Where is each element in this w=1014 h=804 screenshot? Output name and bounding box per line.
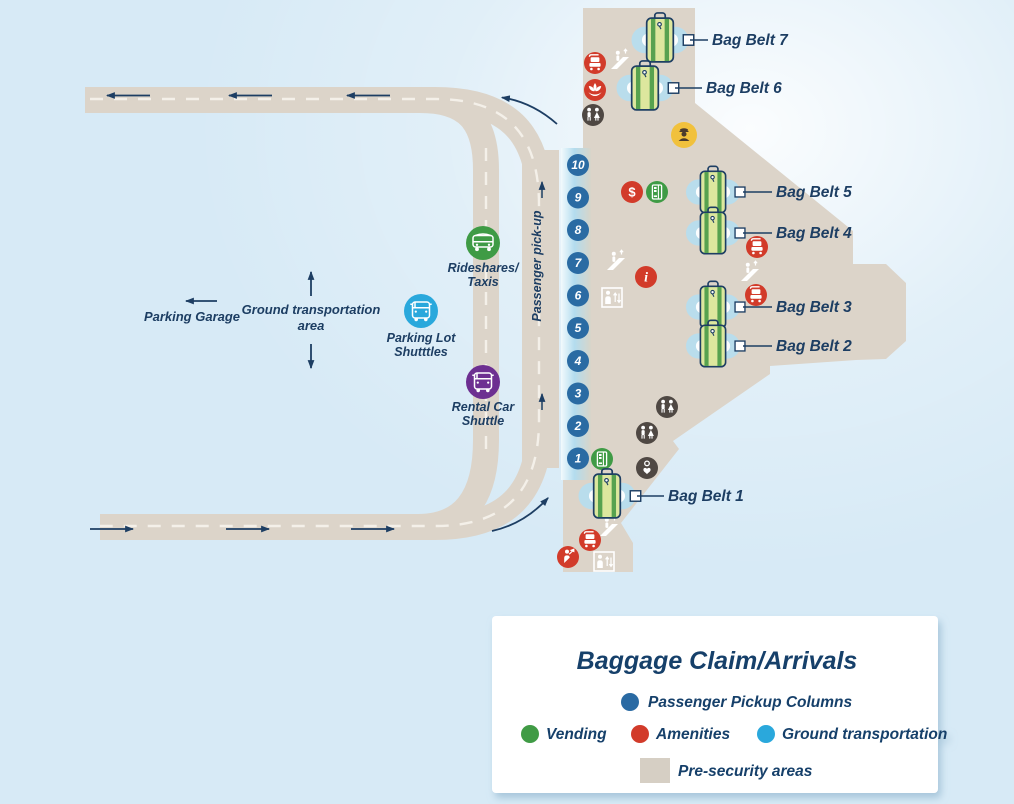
bag-belt-label: Bag Belt 1 [668,488,744,505]
pickup-column-number: 7 [575,256,583,270]
pickup-column: 3 [567,382,589,405]
bag-belt-4: Bag Belt 4 [685,206,852,255]
rental-car-shuttle-label: Shuttle [462,414,504,428]
pickup-column-number: 9 [575,191,582,205]
bag-belt-label: Bag Belt 3 [776,299,852,316]
bag-belt-5: Bag Belt 5 [685,165,852,214]
ground-transportation-area: Parking Garage Ground transportation are… [144,226,520,428]
pickup-column-number: 5 [575,321,582,335]
restroom-icon [656,396,678,418]
bag-belt-2: Bag Belt 2 [685,319,852,368]
baggage-cart-icon [745,284,767,306]
baggage-cart-icon [579,529,601,551]
amenities-dot [631,725,649,743]
parking-lot-shuttles-label: Shutttles [394,345,448,359]
bus-icon [466,365,500,399]
passenger-pickup-columns-dot [621,693,639,711]
baggage-cart-icon [746,236,768,258]
atm-icon: $ [621,181,643,203]
bag-belts: Bag Belt 7 Bag Belt 6 Bag Belt 5 Bag Bel… [577,12,852,519]
legend-passenger-pickup-columns-label: Passenger Pickup Columns [648,694,853,711]
parking-lot-shuttles-stop: Parking Lot Shutttles [387,294,457,359]
rental-car-shuttle-label: Rental Car [452,400,516,414]
pickup-column: 9 [567,186,589,209]
bag-belt-7: Bag Belt 7 [630,12,789,63]
pickup-column: 8 [567,219,589,241]
bus-icon [404,294,438,328]
rideshares-taxis-stop: Rideshares/ Taxis [448,226,520,289]
legend-card [492,616,938,793]
pickup-column-number: 10 [571,158,585,172]
pickup-column-number: 6 [575,289,582,303]
assistance-icon [557,546,579,568]
info-icon: i [635,266,657,288]
pickup-column: 7 [567,252,589,274]
traffic-arrows [90,92,558,533]
legend-title: Baggage Claim/Arrivals [577,647,858,675]
nursery-icon [636,457,658,479]
car-icon [466,226,500,260]
vending-machine-icon [646,181,668,203]
road-dash-line [90,97,541,528]
pickup-column: 6 [567,284,589,307]
pickup-column-number: 4 [574,354,582,368]
legend-vending-label: Vending [546,726,607,743]
restroom-icon [582,104,604,126]
vending-dot [521,725,539,743]
pickup-column-number: 1 [575,452,582,466]
restroom-icon [636,422,658,444]
bag-belt-1: Bag Belt 1 [577,468,744,519]
bag-belt-label: Bag Belt 6 [706,80,782,97]
rental-car-shuttle-stop: Rental Car Shuttle [452,365,516,428]
bag-belt-label: Bag Belt 7 [712,32,789,49]
atm-symbol: $ [628,185,636,200]
arrow-icon [500,95,558,125]
pickup-column-number: 8 [575,223,582,237]
ground-transportation-dot [757,725,775,743]
bag-belt-label: Bag Belt 5 [776,184,852,201]
parking-garage-label: Parking Garage [144,309,240,324]
ground-transportation-area-label: area [298,318,325,333]
roadway-loop [85,87,559,540]
pickup-columns: 10 9 8 7 6 5 4 3 2 1 [567,154,589,470]
pickup-column: 1 [567,447,589,470]
vending-machine-icon [591,448,613,470]
legend-pre-security-label: Pre-security areas [678,763,813,780]
baggage-cart-icon [584,52,606,74]
legend-amenities-label: Amenities [655,726,730,743]
parking-lot-shuttles-label: Parking Lot [387,331,457,345]
pre-security-swatch [640,758,670,783]
terminal-amenities: $ i [557,48,768,572]
arrow-icon [491,497,549,532]
bag-belt-6: Bag Belt 6 [615,60,782,111]
pickup-column: 2 [567,415,589,437]
pickup-column: 4 [567,350,589,372]
passenger-pickup-lane-label: Passenger pick-up [530,210,544,322]
rideshares-taxis-label: Rideshares/ [448,261,520,275]
rideshares-taxis-label: Taxis [467,275,499,289]
bag-belt-label: Bag Belt 4 [776,225,852,242]
info-symbol: i [644,271,648,286]
pickup-column: 5 [567,317,589,339]
legend: Baggage Claim/Arrivals Passenger Pickup … [492,616,947,793]
bag-belt-label: Bag Belt 2 [776,338,852,355]
ground-transportation-area-label: Ground transportation [242,302,381,317]
pickup-column-number: 3 [575,387,582,401]
customs-officer-icon [671,122,697,148]
pickup-column: 10 [567,154,589,176]
bag-belt-3: Bag Belt 3 [685,280,852,329]
pickup-column-number: 2 [574,419,582,433]
legend-ground-transportation-label: Ground transportation [782,726,947,743]
lotus-room-icon [584,79,606,101]
